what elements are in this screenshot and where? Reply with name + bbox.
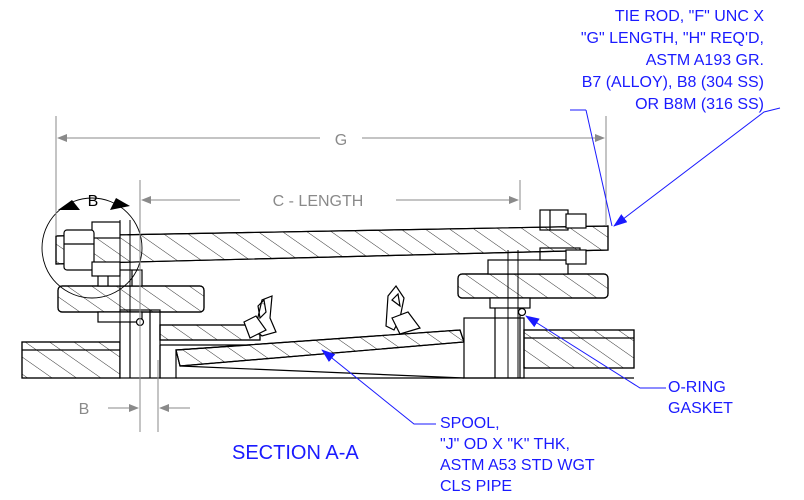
spool-leader (321, 349, 436, 425)
o-ring-callout: O-RING GASKET (668, 379, 733, 417)
spool-line-2: "J" OD X "K" THK, (440, 436, 570, 453)
dimension-g (55, 116, 607, 236)
section-title: SECTION A-A (232, 442, 359, 464)
o-ring-line-1: O-RING (668, 379, 726, 396)
dimension-b-bottom-label: B (79, 401, 90, 418)
spool-callout: SPOOL, "J" OD X "K" THK, ASTM A53 STD WG… (440, 415, 595, 495)
spool-line-4: CLS PIPE (440, 478, 512, 495)
dimension-c-length (139, 180, 521, 432)
tie-rod-line-1: TIE ROD, "F" UNC X (615, 8, 764, 25)
tie-rod-leader-line (613, 107, 781, 227)
dimension-b-bottom (108, 360, 190, 432)
detail-b-label: B (88, 193, 99, 210)
detail-circle-b (41, 197, 143, 299)
dimension-c-length-label: C - LENGTH (273, 193, 364, 210)
dimension-g-label: G (335, 132, 347, 149)
tie-rod (55, 213, 609, 277)
spool-line-1: SPOOL, (440, 415, 500, 432)
right-flange (457, 209, 609, 378)
tie-rod-line-2: "G" LENGTH, "H" REQ'D, (581, 30, 764, 47)
tie-rod-leader (570, 109, 613, 227)
spool-line-3: ASTM A53 STD WGT (440, 457, 595, 474)
tie-rod-line-4: B7 (ALLOY), B8 (304 SS) (582, 74, 764, 91)
o-ring-leader (525, 315, 666, 389)
detail-arrows (58, 198, 130, 210)
right-pipe-section (463, 300, 635, 379)
tie-rod-callout: TIE ROD, "F" UNC X "G" LENGTH, "H" REQ'D… (581, 8, 764, 113)
o-ring-line-2: GASKET (668, 400, 733, 417)
left-seal-lip (243, 295, 277, 339)
tie-rod-line-5: OR B8M (316 SS) (635, 96, 764, 113)
tie-rod-line-3: ASTM A193 GR. (646, 52, 764, 69)
right-seal-lip (385, 284, 421, 335)
left-flange (57, 220, 205, 378)
